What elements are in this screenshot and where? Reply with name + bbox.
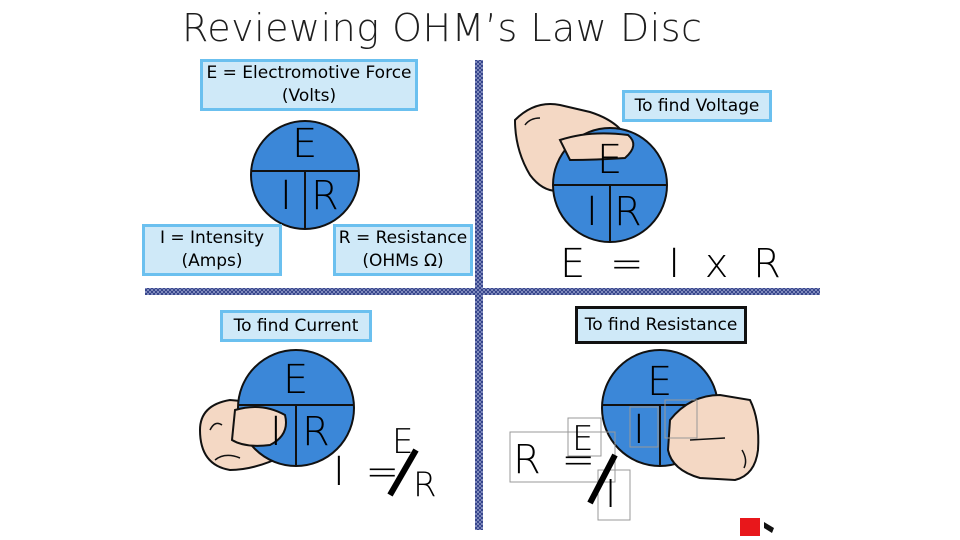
current-disc-e-letter: E	[283, 357, 309, 403]
resistance-label-line2: (OHMs Ω)	[362, 251, 444, 271]
page-title: Reviewing OHM’s Law Disc	[182, 6, 703, 50]
resistance-i-box	[629, 406, 659, 448]
thumb-icon	[230, 405, 287, 447]
find-voltage-label: To find Voltage	[622, 90, 772, 122]
current-fraction-slash	[387, 448, 419, 497]
current-disc-i-letter: I	[270, 409, 282, 455]
disc-r-letter: R	[311, 173, 339, 219]
finger-icon	[558, 132, 635, 162]
current-formula-denominator: R	[413, 465, 437, 505]
find-resistance-label: To find Resistance	[575, 306, 747, 344]
resistance-formula-denominator: I	[605, 472, 617, 516]
resistance-r-box	[664, 399, 698, 439]
resistance-denominator-box	[597, 469, 631, 521]
disc-e-letter: E	[292, 121, 318, 167]
intensity-label-box: I = Intensity (Amps)	[142, 224, 282, 276]
resistance-formula-lhs: R =	[513, 437, 600, 483]
resistance-label-line1: R = Resistance	[338, 228, 468, 248]
resistance-disc-i-letter: I	[633, 407, 645, 453]
disc-i-letter: I	[280, 173, 292, 219]
find-current-label: To find Current	[220, 310, 372, 342]
intensity-label-line2: (Amps)	[181, 251, 243, 271]
voltage-formula: E = I x R	[560, 241, 787, 287]
resistance-disc-e-letter: E	[647, 359, 673, 405]
resistance-formula-numerator: E	[572, 419, 594, 459]
voltage-disc-e-letter: E	[597, 137, 623, 183]
hand-covering-r-icon	[666, 393, 760, 482]
resistance-fraction-slash	[587, 453, 618, 505]
current-formula-numerator: E	[392, 422, 414, 462]
emf-label-box: E = Electromotive Force (Volts)	[200, 59, 418, 111]
speaker-icon[interactable]	[764, 522, 774, 533]
current-formula-lhs: I =	[333, 449, 404, 495]
voltage-disc-i-letter: I	[586, 189, 598, 235]
voltage-disc-r-letter: R	[614, 189, 642, 235]
horizontal-divider	[145, 288, 820, 295]
ohms-disc-reference	[250, 120, 360, 230]
intensity-label-line1: I = Intensity	[159, 228, 265, 248]
resistance-label-box: R = Resistance (OHMs Ω)	[333, 224, 473, 276]
emf-label-line1: E = Electromotive Force	[206, 63, 412, 83]
current-disc-r-letter: R	[302, 409, 330, 455]
resistance-numerator-box	[567, 417, 602, 457]
nav-red-icon[interactable]	[740, 518, 760, 536]
emf-label-line2: (Volts)	[281, 86, 337, 106]
